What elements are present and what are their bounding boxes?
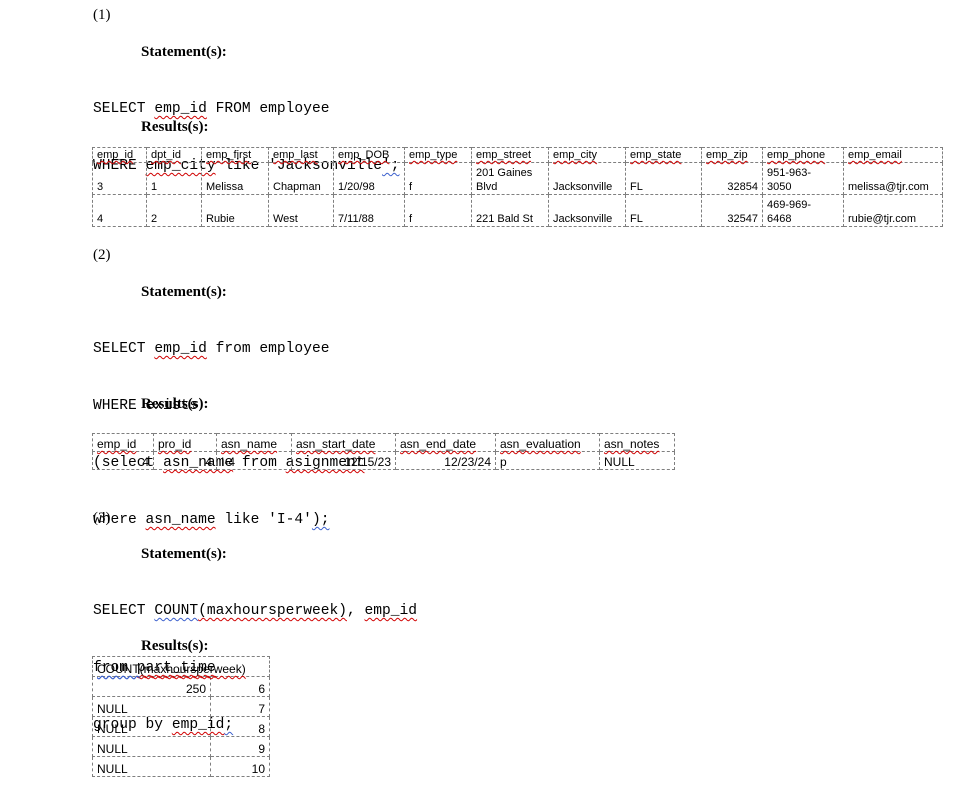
column-header: asn_notes	[599, 433, 675, 452]
sql-statement-2: SELECT emp_id from employee WHERE exists…	[93, 302, 365, 549]
table-cell: f	[404, 194, 472, 227]
table-cell: 32854	[701, 162, 763, 195]
table-cell: NULL	[92, 756, 211, 777]
table-row: 3 1 Melissa Chapman 1/20/98 f 201 Gaines…	[92, 162, 943, 195]
statement-label-1: Statement(s):	[141, 44, 227, 60]
section-number-2: (2)	[93, 247, 111, 263]
table-row: NULL 8	[92, 716, 270, 737]
table-cell: Chapman	[268, 162, 334, 195]
table-row: NULL 9	[92, 736, 270, 757]
table-cell: NULL	[92, 716, 211, 737]
column-header: emp_first	[201, 147, 269, 163]
table-cell: Jacksonville	[548, 194, 626, 227]
results-table-3: COUNT(maxhoursperweek) 250 6 NULL 7 NULL…	[92, 656, 270, 777]
sql-line: SELECT emp_id from employee	[93, 341, 330, 357]
table-cell: 221 Bald St	[471, 194, 549, 227]
column-header: emp_email	[843, 147, 943, 163]
column-header: emp_state	[625, 147, 702, 163]
table-cell: I-4	[216, 451, 292, 470]
column-header: emp_phone	[762, 147, 844, 163]
table-cell: 12/15/23	[291, 451, 396, 470]
results-table-2: emp_id pro_id asn_name asn_start_date as…	[92, 433, 675, 470]
statement-label-3: Statement(s):	[141, 546, 227, 562]
table-cell: 6	[210, 676, 270, 697]
results-label-2: Results(s):	[141, 396, 209, 412]
table-row: NULL 7	[92, 696, 270, 717]
table-row: 250 6	[92, 676, 270, 697]
table-header-row: emp_id pro_id asn_name asn_start_date as…	[92, 433, 675, 452]
table-row: 4 2 Rubie West 7/11/88 f 221 Bald St Jac…	[92, 194, 943, 227]
table-cell: 1/20/98	[333, 162, 405, 195]
table-cell: 2	[146, 194, 202, 227]
column-header: emp_DOB	[333, 147, 405, 163]
results-table-1: emp_id dpt_id emp_first emp_last emp_DOB…	[92, 147, 943, 227]
column-header: emp_city	[548, 147, 626, 163]
table-cell: 469-969-6468	[762, 194, 844, 227]
table-row: 4 4 I-4 12/15/23 12/23/24 p NULL	[92, 451, 675, 470]
table-cell: melissa@tjr.com	[843, 162, 943, 195]
table-cell: Rubie	[201, 194, 269, 227]
table-cell: 951-963-3050	[762, 162, 844, 195]
column-header: emp_street	[471, 147, 549, 163]
table-cell: f	[404, 162, 472, 195]
column-header: emp_id	[92, 433, 154, 452]
sql-line: WHERE exists	[93, 398, 199, 414]
results-label-1: Results(s):	[141, 119, 209, 135]
table-cell: 8	[210, 716, 270, 737]
table-cell: 9	[210, 736, 270, 757]
table-cell: p	[495, 451, 600, 470]
table-cell: 4	[153, 451, 217, 470]
table-cell: 10	[210, 756, 270, 777]
table-cell: West	[268, 194, 334, 227]
table-cell: 12/23/24	[395, 451, 496, 470]
column-header: asn_evaluation	[495, 433, 600, 452]
table-cell: 250	[92, 676, 211, 697]
table-cell: Jacksonville	[548, 162, 626, 195]
column-header: emp_id	[92, 147, 147, 163]
table-header-row: COUNT(maxhoursperweek)	[92, 656, 270, 677]
column-header: asn_start_date	[291, 433, 396, 452]
table-cell: rubie@tjr.com	[843, 194, 943, 227]
sql-line: SELECT emp_id FROM employee	[93, 101, 330, 117]
section-number-1: (1)	[93, 7, 111, 23]
column-header: emp_last	[268, 147, 334, 163]
column-header: emp_type	[404, 147, 472, 163]
table-header-row: emp_id dpt_id emp_first emp_last emp_DOB…	[92, 147, 943, 163]
table-cell: 7/11/88	[333, 194, 405, 227]
column-header: dpt_id	[146, 147, 202, 163]
table-cell: FL	[625, 194, 702, 227]
sql-line: SELECT COUNT(maxhoursperweek), emp_id	[93, 603, 418, 619]
table-cell: 4	[92, 194, 147, 227]
table-cell: NULL	[92, 736, 211, 757]
statement-label-2: Statement(s):	[141, 284, 227, 300]
table-cell: NULL	[92, 696, 211, 717]
table-cell: NULL	[599, 451, 675, 470]
results-label-3: Results(s):	[141, 638, 209, 654]
section-number-3: (3)	[93, 510, 111, 526]
column-header: pro_id	[153, 433, 217, 452]
column-header: asn_name	[216, 433, 292, 452]
table-cell: 1	[146, 162, 202, 195]
table-row: NULL 10	[92, 756, 270, 777]
column-header: emp_zip	[701, 147, 763, 163]
table-cell: 32547	[701, 194, 763, 227]
column-header: COUNT(maxhoursperweek)	[92, 656, 270, 677]
column-header: asn_end_date	[395, 433, 496, 452]
table-cell: 4	[92, 451, 154, 470]
table-cell: 3	[92, 162, 147, 195]
table-cell: Melissa	[201, 162, 269, 195]
table-cell: FL	[625, 162, 702, 195]
sql-line: where asn_name like 'I-4');	[93, 512, 330, 528]
table-cell: 7	[210, 696, 270, 717]
